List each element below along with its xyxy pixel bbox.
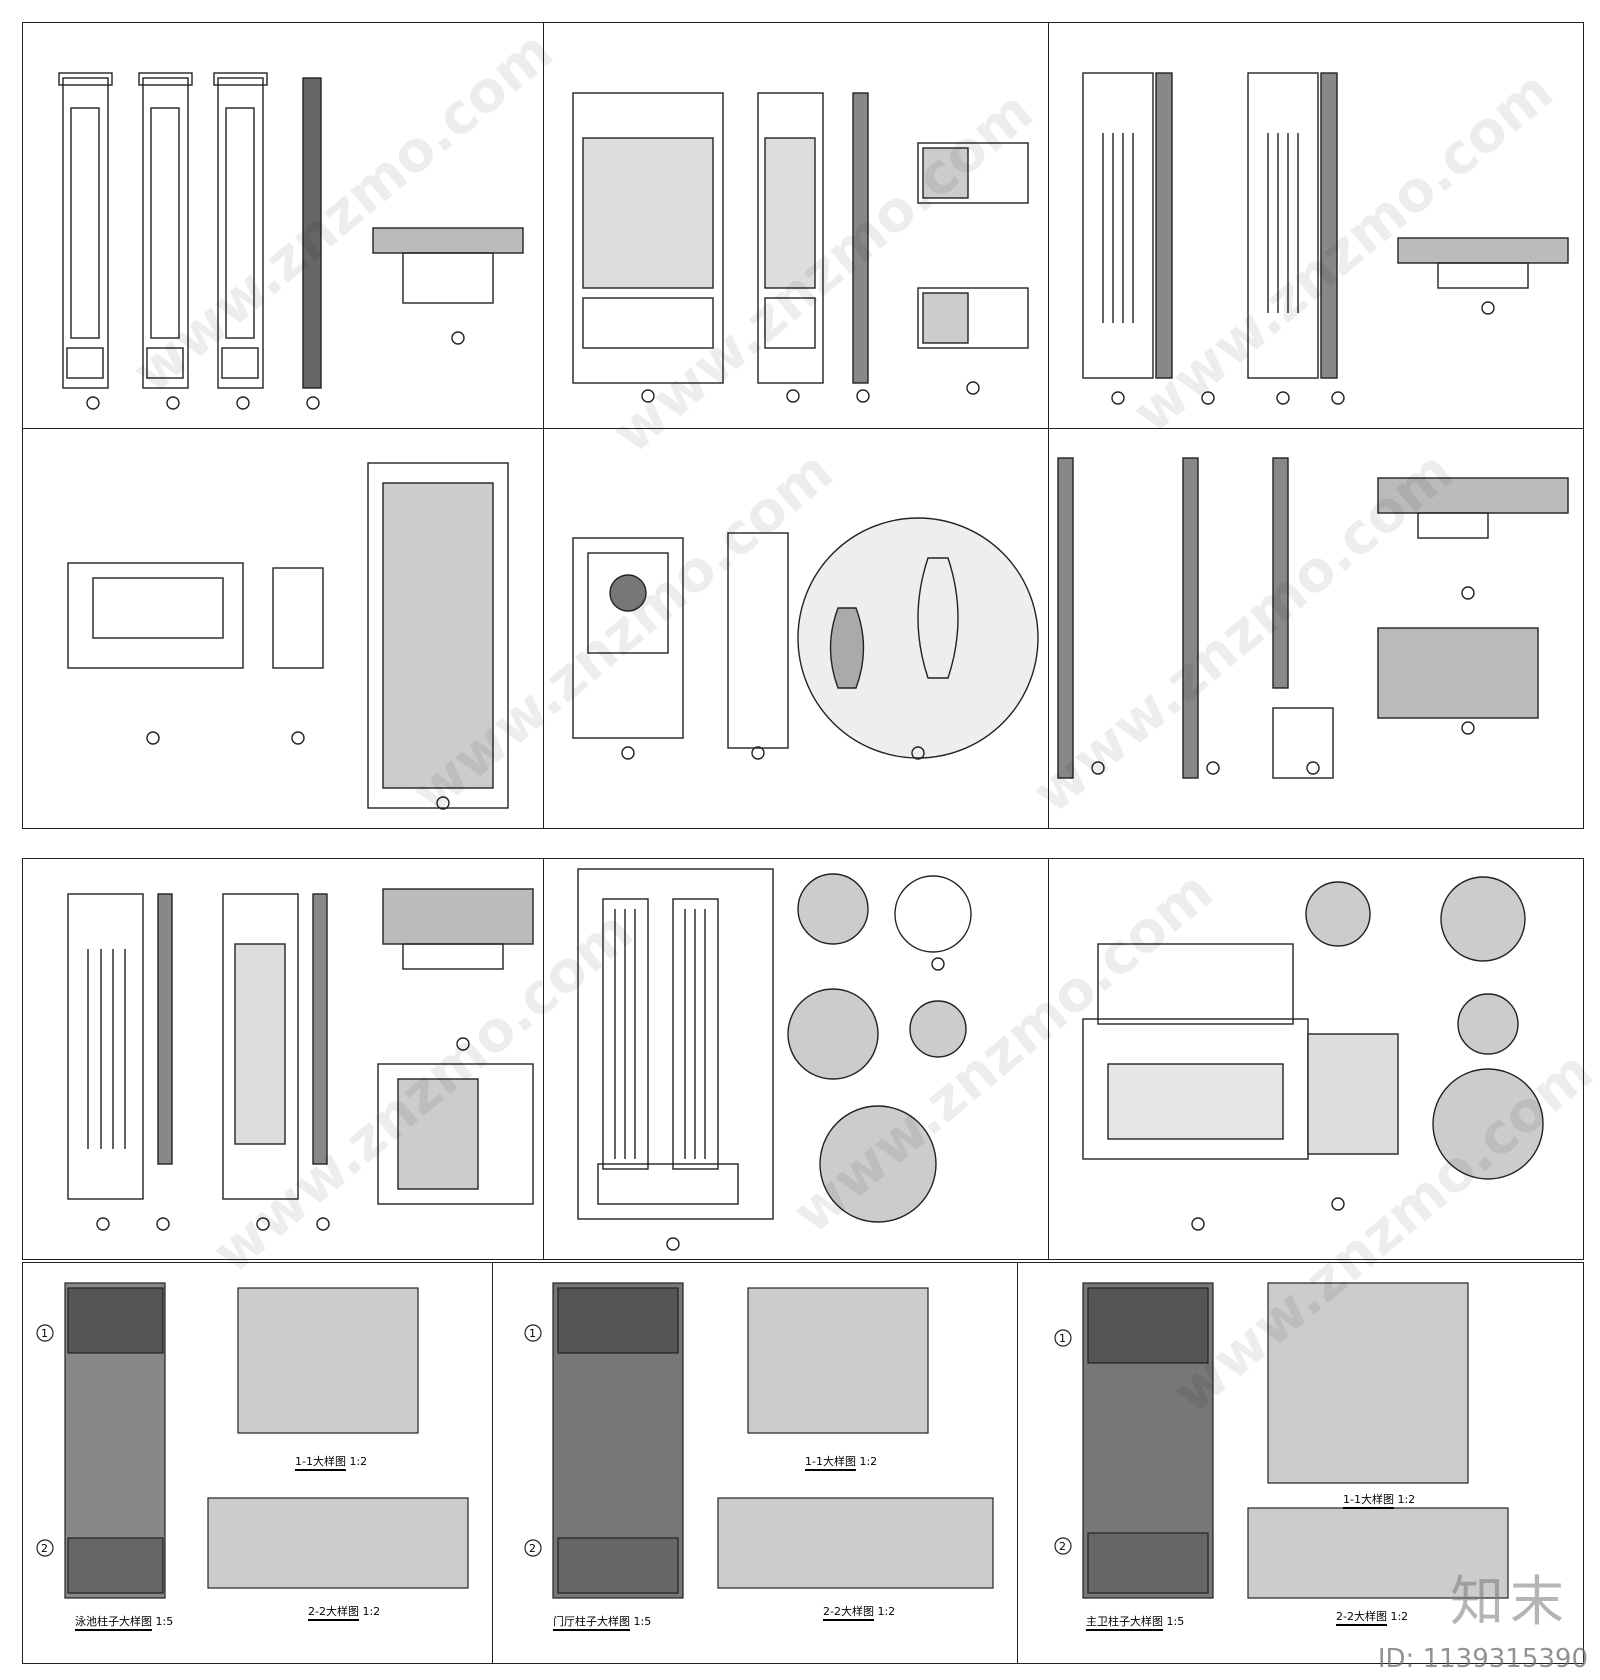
main-detail-title: 门厅柱子大样图 1:5	[553, 1613, 652, 1631]
detail-2-scale: 1:2	[1390, 1610, 1409, 1623]
marker-2: 2	[529, 1542, 536, 1555]
lobby-column-detail-drawing	[524, 1282, 994, 1599]
detail-1-scale: 1:2	[859, 1455, 878, 1468]
marker-2-text: 2	[41, 1542, 48, 1555]
column-elevation-drawing	[58, 72, 524, 410]
marker-2: 2	[41, 1542, 48, 1555]
panel-column-elevations-b	[23, 859, 544, 1259]
detail-sheet-1: 1 2 1-1大样图 1:2 2-2大样图 1:2 泳池柱子大样图 1:5	[22, 1262, 494, 1664]
detail-1-scale: 1:2	[349, 1455, 368, 1468]
main-detail-title: 主卫柱子大样图 1:5	[1086, 1613, 1185, 1631]
brand-logo-text: 知末	[1450, 1570, 1570, 1633]
marker-2: 2	[1059, 1540, 1066, 1553]
panel-column-elevations-a	[23, 23, 544, 429]
panel-fluted-columns	[1048, 23, 1583, 429]
detail-2-title-text: 2-2大样图	[308, 1605, 359, 1621]
detail-2-title-text: 2-2大样图	[1336, 1610, 1387, 1626]
main-detail-scale: 1:5	[633, 1615, 652, 1628]
detail-2-scale: 1:2	[877, 1605, 896, 1618]
detail-1-title-text: 1-1大样图	[1343, 1493, 1394, 1509]
column-elevation-b-drawing	[67, 888, 534, 1231]
detail-2-scale: 1:2	[362, 1605, 381, 1618]
bath-column-detail-drawing	[1054, 1282, 1509, 1599]
detail-sheet-2: 1 2 1-1大样图 1:2 2-2大样图 1:2 门厅柱子大样图 1:5	[492, 1262, 1019, 1664]
wainscot-drawing	[67, 462, 509, 810]
detail-2-title: 2-2大样图 1:2	[823, 1603, 896, 1621]
marker-2-text: 2	[1059, 1540, 1066, 1553]
marker-1-text: 1	[41, 1327, 48, 1340]
detail-2-title: 2-2大样图 1:2	[308, 1603, 381, 1621]
drawing-sheet-1	[22, 22, 1584, 829]
detail-1-title-text: 1-1大样图	[805, 1455, 856, 1471]
panel-stone-column-a	[543, 23, 1049, 429]
panel-wainscot	[23, 428, 544, 828]
detail-1-title: 1-1大样图 1:2	[1343, 1491, 1416, 1509]
ionic-column-drawing	[577, 868, 972, 1251]
drawing-sheet-2	[22, 858, 1584, 1260]
marker-1: 1	[529, 1327, 536, 1340]
panel-baluster	[543, 428, 1049, 828]
stone-column-drawing	[572, 92, 1029, 403]
detail-sheet-3: 1 2 1-1大样图 1:2 2-2大样图 1:2 主卫柱子大样图 1:5	[1017, 1262, 1584, 1664]
image-id-label: ID: 1139315390	[1377, 1644, 1588, 1674]
panel-cabinet	[1048, 859, 1583, 1259]
pool-column-detail-drawing	[36, 1282, 469, 1599]
detail-2-title-text: 2-2大样图	[823, 1605, 874, 1621]
cabinet-drawing	[1082, 876, 1544, 1231]
main-detail-scale: 1:5	[155, 1615, 174, 1628]
marker-1-text: 1	[529, 1327, 536, 1340]
panel-wall-sections	[1048, 428, 1583, 828]
marker-1-text: 1	[1059, 1332, 1066, 1345]
wall-section-drawing	[1057, 457, 1569, 779]
detail-1-title: 1-1大样图 1:2	[295, 1453, 368, 1471]
detail-2-title: 2-2大样图 1:2	[1336, 1608, 1409, 1626]
main-detail-title-text: 门厅柱子大样图	[553, 1615, 630, 1631]
detail-1-title: 1-1大样图 1:2	[805, 1453, 878, 1471]
panel-ionic-columns	[543, 859, 1049, 1259]
baluster-drawing	[572, 517, 1039, 760]
marker-1: 1	[41, 1327, 48, 1340]
marker-2-text: 2	[529, 1542, 536, 1555]
main-detail-title: 泳池柱子大样图 1:5	[75, 1613, 174, 1631]
main-detail-title-text: 主卫柱子大样图	[1086, 1615, 1163, 1631]
main-detail-title-text: 泳池柱子大样图	[75, 1615, 152, 1631]
detail-1-title-text: 1-1大样图	[295, 1455, 346, 1471]
marker-1: 1	[1059, 1332, 1066, 1345]
main-detail-scale: 1:5	[1166, 1615, 1185, 1628]
detail-1-scale: 1:2	[1397, 1493, 1416, 1506]
fluted-column-drawing	[1082, 72, 1569, 405]
